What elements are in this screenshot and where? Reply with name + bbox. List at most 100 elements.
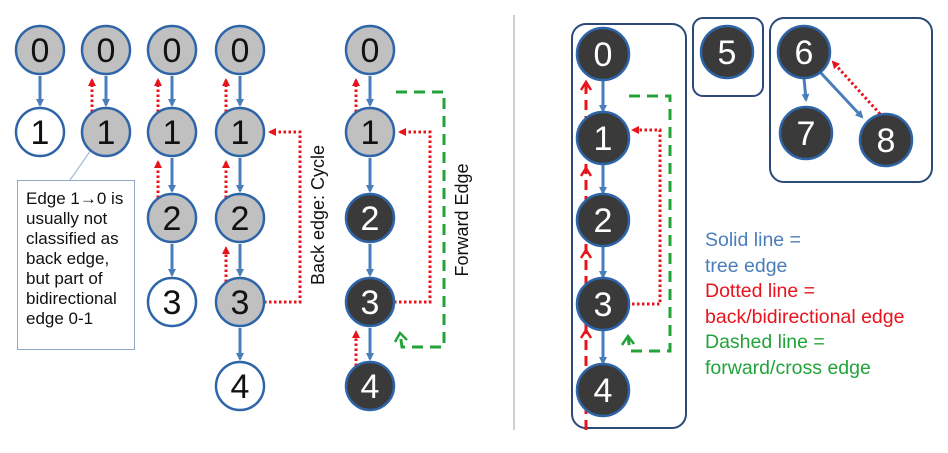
node-right-2: 2 — [575, 192, 631, 248]
forward-edge — [396, 90, 446, 349]
back-edge-arrowhead — [579, 165, 593, 177]
tree-edge-6-8 — [818, 70, 864, 119]
forward-edge-right — [626, 94, 672, 353]
node-right-7: 7 — [778, 105, 834, 161]
node-right-2-circle — [575, 192, 631, 248]
node-col2-1-label: 1 — [97, 114, 116, 152]
back-edge-arrowhead — [579, 247, 593, 259]
node-right-4-label: 4 — [594, 372, 613, 410]
back-edge-8-6 — [831, 60, 882, 116]
node-col3-2-label: 2 — [163, 200, 182, 238]
node-right-7-circle — [778, 105, 834, 161]
node-col4-0: 0 — [214, 24, 266, 76]
node-col3-0-circle — [146, 24, 198, 76]
node-col2-0-circle — [80, 24, 132, 76]
node-col5-3-circle — [344, 276, 396, 328]
component-box-0-4 — [571, 23, 687, 429]
node-col2-1-circle — [80, 106, 132, 158]
node-col4-2-label: 2 — [231, 200, 250, 238]
legend: Solid line = tree edge Dotted line = bac… — [705, 228, 904, 381]
node-right-4-circle — [575, 362, 631, 418]
callout-line: but part of — [26, 269, 103, 288]
back-edge-arrowhead — [579, 79, 593, 91]
node-col3-3: 3 — [146, 276, 198, 328]
node-col5-2-circle — [344, 192, 396, 244]
legend-solid-line-2: tree edge — [705, 254, 788, 277]
node-col5-4-circle — [344, 360, 396, 412]
forward-edge-arrowhead — [620, 333, 635, 346]
node-right-4: 4 — [575, 362, 631, 418]
node-col5-0-circle — [344, 24, 396, 76]
forward-edge-label: Forward Edge — [452, 163, 472, 276]
node-col1-0: 0 — [14, 24, 66, 76]
back-edge-right — [627, 126, 662, 306]
node-right-5-circle — [699, 24, 755, 80]
legend-dotted-line-2: back/bidirectional edge — [705, 305, 905, 328]
node-col3-2: 2 — [146, 192, 198, 244]
back-edge-cycle — [264, 128, 302, 304]
legend-solid-line-1: Solid line = — [705, 229, 801, 251]
node-col3-1: 1 — [146, 106, 198, 158]
legend-dashed-line-1: Dashed line = — [705, 331, 825, 353]
node-col4-2: 2 — [214, 192, 266, 244]
node-col2-1: 1 — [80, 106, 132, 158]
callout-line: Edge 1→0 is — [26, 189, 124, 208]
node-right-8-label: 8 — [877, 122, 896, 160]
node-col2-0: 0 — [80, 24, 132, 76]
node-col3-3-circle — [146, 276, 198, 328]
node-col4-0-circle — [214, 24, 266, 76]
node-col5-4-label: 4 — [361, 368, 380, 406]
node-right-1-circle — [575, 110, 631, 166]
component-box-5 — [692, 17, 764, 97]
node-col5-2-label: 2 — [361, 200, 380, 238]
node-col4-3: 3 — [214, 276, 266, 328]
node-col4-2-circle — [214, 192, 266, 244]
callout-line: usually not — [26, 209, 108, 228]
node-right-0-circle — [575, 26, 631, 82]
node-right-6-label: 6 — [795, 34, 814, 72]
node-col5-1-label: 1 — [361, 114, 380, 152]
node-col3-0: 0 — [146, 24, 198, 76]
node-right-3-label: 3 — [594, 286, 613, 324]
node-col3-0-label: 0 — [163, 32, 182, 70]
node-col5-3-label: 3 — [361, 284, 380, 322]
legend-dashed-line-2: forward/cross edge — [705, 356, 871, 379]
node-right-1: 1 — [575, 110, 631, 166]
node-right-5: 5 — [699, 24, 755, 80]
edges-layer — [36, 15, 933, 430]
node-right-2-label: 2 — [594, 202, 613, 240]
node-col4-3-circle — [214, 276, 266, 328]
node-col4-3-label: 3 — [231, 284, 250, 322]
node-right-3-circle — [575, 276, 631, 332]
callout-line: classified as — [26, 229, 119, 248]
node-col5-2: 2 — [344, 192, 396, 244]
node-right-1-label: 1 — [594, 120, 613, 158]
node-right-5-label: 5 — [718, 34, 737, 72]
node-col4-4-label: 4 — [231, 368, 250, 406]
back-edge-col5 — [394, 128, 432, 304]
node-right-7-label: 7 — [797, 115, 816, 153]
node-col5-3: 3 — [344, 276, 396, 328]
node-col1-1-circle — [14, 106, 66, 158]
node-right-6: 6 — [776, 24, 832, 80]
back-edge-label: Back edge: Cycle — [308, 145, 328, 285]
callout-line: edge 0-1 — [26, 309, 94, 328]
tree-edge-6-7 — [801, 77, 810, 102]
node-col5-0-label: 0 — [361, 32, 380, 70]
node-right-8: 8 — [858, 112, 914, 168]
node-right-0: 0 — [575, 26, 631, 82]
node-col5-4: 4 — [344, 360, 396, 412]
back-edge-arrowhead — [579, 327, 593, 339]
node-col5-1: 1 — [344, 106, 396, 158]
node-right-8-circle — [858, 112, 914, 168]
forward-edge-arrowhead — [393, 330, 408, 343]
node-right-0-label: 0 — [594, 36, 613, 74]
legend-dotted-line-1: Dotted line = — [705, 280, 816, 302]
component-box-6-8 — [769, 17, 933, 183]
callout-line: bidirectional — [26, 289, 117, 308]
node-col2-0-label: 0 — [97, 32, 116, 70]
node-right-6-circle — [776, 24, 832, 80]
edge-note-callout: Edge 1→0 is usually not classified as ba… — [17, 180, 135, 350]
